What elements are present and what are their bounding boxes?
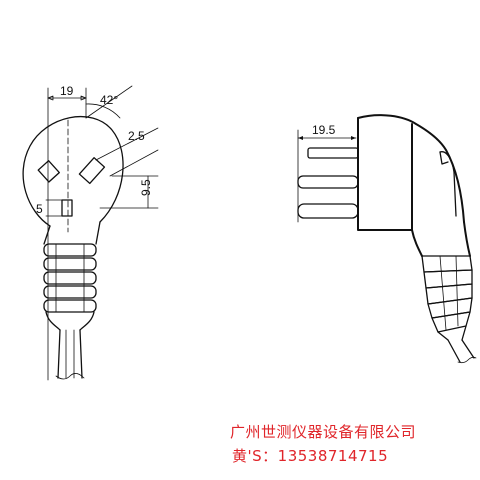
leader-2-5: [95, 127, 159, 161]
angle-arc: [85, 103, 121, 119]
neck: [43, 221, 101, 245]
plug-drawing: 19 42° 2.5 5 9.5: [22, 84, 477, 381]
dim-front-width: 19: [60, 84, 74, 98]
neck-inner: [411, 229, 423, 257]
grip-groove: [439, 151, 457, 217]
cable: [55, 329, 85, 380]
neck-outer: [463, 221, 471, 257]
company-name: 广州世测仪器设备有限公司: [230, 423, 417, 441]
earth-slot: [61, 199, 73, 217]
side-view: 19.5: [297, 114, 477, 364]
dim-pin-angle: 42°: [100, 93, 118, 107]
tail-taper: [45, 311, 95, 331]
grip-ribs: [43, 243, 97, 313]
dim-side-pin-length: 19.5: [312, 123, 336, 137]
angle-ray: [85, 85, 133, 119]
pin-slot-left: [37, 160, 60, 183]
side-cable: [447, 339, 477, 364]
arrowheads-19: [47, 95, 87, 101]
body-top-curve: [357, 114, 465, 223]
dim-pin-spacing: 9.5: [139, 179, 153, 196]
front-view: 19 42° 2.5 5 9.5: [22, 84, 159, 381]
dim-pin-thickness: 2.5: [128, 129, 145, 143]
side-grip-ribs: [421, 255, 473, 333]
side-tail: [437, 325, 467, 341]
side-pins: [297, 147, 359, 219]
pin-slot-right: [78, 157, 106, 185]
dim-earth-offset: 5: [36, 202, 43, 216]
leader-2-5b: [109, 149, 159, 177]
body-front-face: [357, 117, 413, 231]
groove-tip: [439, 151, 449, 165]
contact-phone: 黄'S：13538714715: [232, 447, 389, 465]
